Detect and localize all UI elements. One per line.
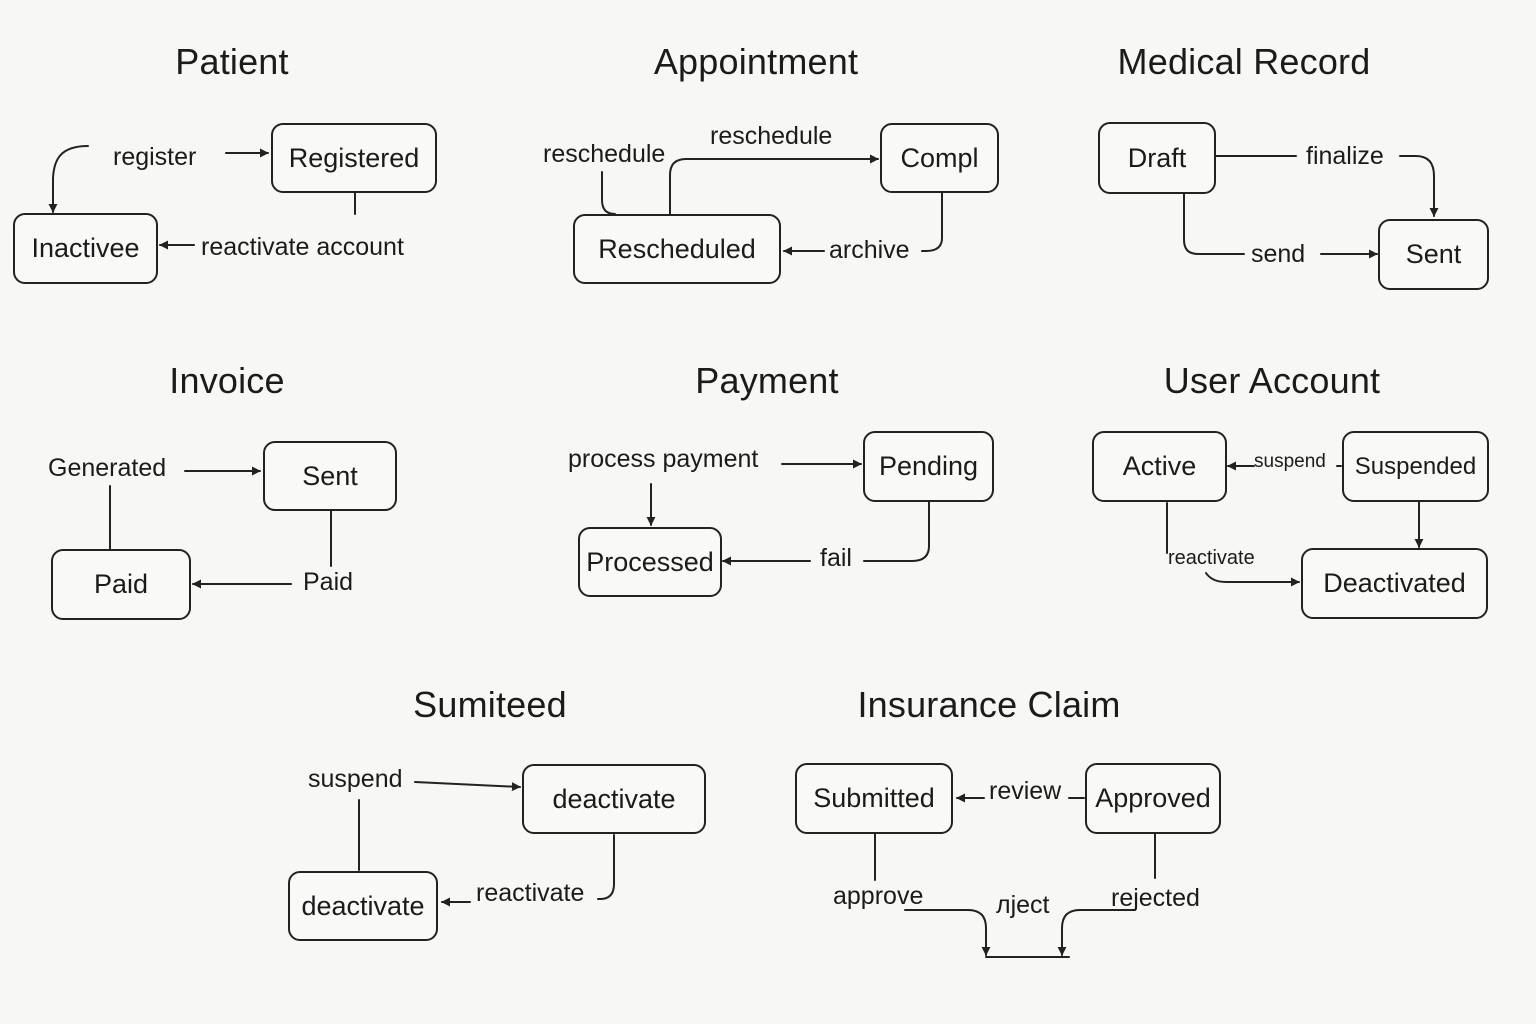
state-inactive[interactable]: Inactivee	[13, 213, 158, 284]
state-completed[interactable]: Compl	[880, 123, 999, 193]
payment-title: Payment	[695, 360, 839, 401]
claim-reject-label: лject	[996, 891, 1050, 919]
state-submitted[interactable]: Submitted	[795, 763, 953, 834]
user-reactivate-label: reactivate	[1168, 547, 1255, 569]
appointment-archive-line	[921, 192, 943, 252]
state-registered[interactable]: Registered	[271, 123, 437, 193]
claim-approve-label: approve	[833, 882, 924, 910]
state-deactivated[interactable]: Deactivated	[1301, 548, 1488, 619]
user-reactivate-arrow	[1205, 572, 1300, 587]
invoice-generated-label: Generated	[48, 454, 167, 482]
claim-rejected-label: rejected	[1111, 884, 1200, 912]
appointment-reschedule-top-arrow	[669, 154, 879, 215]
sumiteed-suspend-label: suspend	[308, 765, 403, 793]
claim-approve-arrow	[904, 909, 991, 956]
state-rescheduled[interactable]: Rescheduled	[573, 214, 781, 284]
user-account-title: User Account	[1163, 360, 1381, 401]
patient-register-loop-arrow	[48, 145, 89, 213]
record-finalize-arrow	[1399, 155, 1439, 217]
payment-fail-line	[863, 501, 930, 562]
appointment-reschedule-left-label: reschedule	[543, 140, 666, 168]
claim-rejected-arrow	[1057, 909, 1136, 956]
sumiteed-reactivate-label: reactivate	[476, 879, 585, 907]
patient-title: Patient	[175, 41, 289, 82]
record-send-label: send	[1251, 240, 1306, 268]
state-processed[interactable]: Processed	[578, 527, 722, 597]
state-record-sent[interactable]: Sent	[1378, 219, 1489, 290]
record-finalize-label: finalize	[1306, 142, 1384, 170]
record-send-line	[1183, 193, 1245, 255]
invoice-paid-label: Paid	[303, 568, 354, 596]
state-active[interactable]: Active	[1092, 431, 1227, 502]
payment-process-label: process payment	[568, 445, 759, 473]
patient-reactivate-label: reactivate account	[201, 233, 404, 261]
state-deactivate-top[interactable]: deactivate	[522, 764, 706, 834]
sumiteed-reactivate-line	[597, 834, 615, 900]
sumiteed-title: Sumiteed	[413, 684, 567, 725]
claim-review-label: review	[989, 777, 1062, 805]
state-suspended[interactable]: Suspended	[1342, 431, 1489, 502]
appointment-title: Appointment	[653, 41, 859, 82]
state-deactivate-bottom[interactable]: deactivate	[288, 871, 438, 941]
patient-register-label: register	[113, 143, 197, 171]
medical-record-title: Medical Record	[1117, 41, 1371, 82]
appointment-reschedule-top-label: reschedule	[710, 122, 833, 150]
invoice-title: Invoice	[169, 360, 285, 401]
appointment-reschedule-left-line	[601, 171, 616, 215]
appointment-archive-label: archive	[829, 236, 910, 264]
payment-fail-label: fail	[820, 544, 852, 572]
state-draft[interactable]: Draft	[1098, 122, 1216, 194]
state-invoice-sent[interactable]: Sent	[263, 441, 397, 511]
state-approved[interactable]: Approved	[1085, 763, 1221, 834]
user-suspend-label: suspend	[1254, 451, 1326, 472]
sumiteed-suspend-arrow	[414, 781, 521, 792]
insurance-claim-title: Insurance Claim	[857, 684, 1121, 725]
state-invoice-paid[interactable]: Paid	[51, 549, 191, 620]
state-pending[interactable]: Pending	[863, 431, 994, 502]
